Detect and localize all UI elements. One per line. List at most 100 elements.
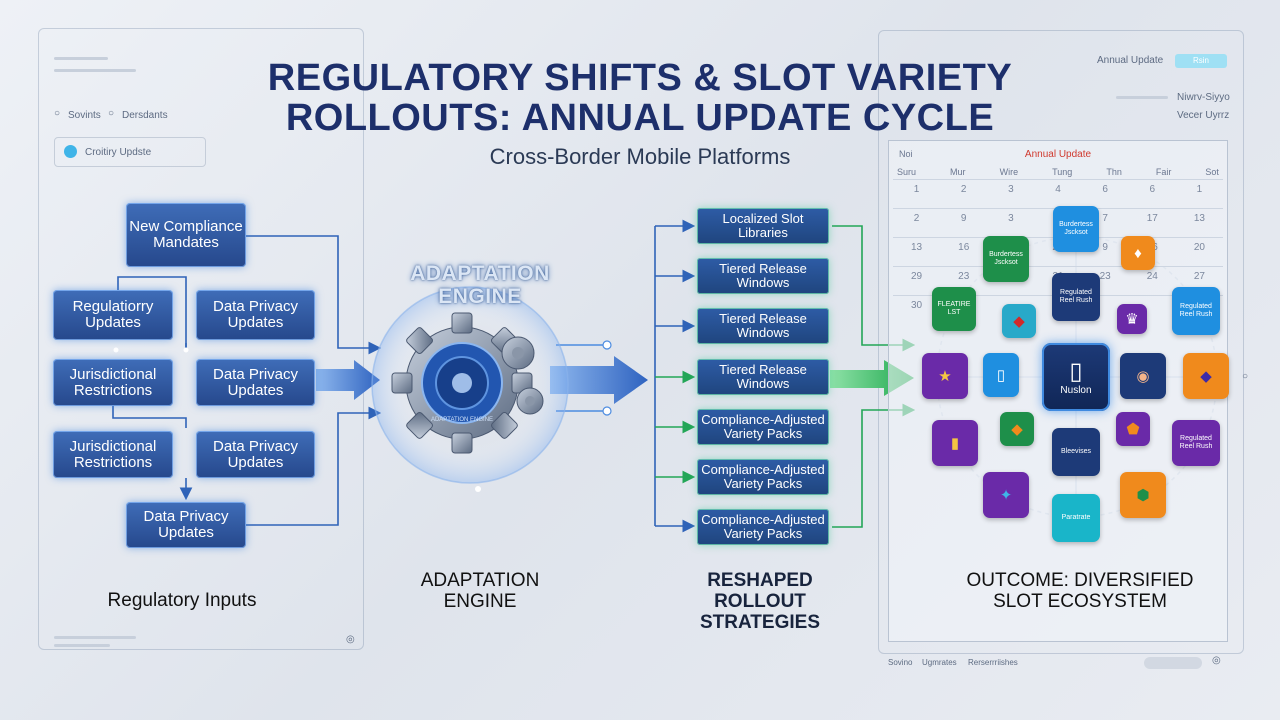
app-label: Bleevises xyxy=(1061,448,1091,455)
hud-line xyxy=(54,644,110,647)
left-panel-frame xyxy=(38,28,364,650)
app-icon-target[interactable]: ◉ xyxy=(1120,353,1166,399)
shield-icon: ⬟ xyxy=(1126,420,1140,438)
bottom-search-bar[interactable] xyxy=(1144,657,1202,669)
phone-icon: ▮ xyxy=(950,434,960,452)
strategy-compliance-adjusted-variety-packs[interactable]: Compliance-Adjusted Variety Packs xyxy=(697,409,829,445)
app-icon-purple-square[interactable]: ▮ xyxy=(932,420,978,466)
app-label: Regulated Reel Rush xyxy=(1179,303,1213,318)
radio-icon[interactable]: ○ xyxy=(108,108,115,119)
label-regulatory-inputs: Regulatory Inputs xyxy=(107,590,257,611)
calendar-date: 29 xyxy=(893,266,941,295)
app-icon-bleevises[interactable]: Bleevises xyxy=(1052,428,1100,476)
radio-icon[interactable]: ○ xyxy=(54,108,61,119)
calendar-date: 6 xyxy=(1128,179,1176,208)
crown-icon: ♛ xyxy=(1125,310,1139,328)
calendar-date: 23 xyxy=(1081,266,1129,295)
settings-icon[interactable]: ◎ xyxy=(346,634,355,645)
calendar-date xyxy=(987,295,1035,324)
hud-right-tag[interactable]: Rsin xyxy=(1175,54,1227,68)
calendar-date: 6 xyxy=(1081,179,1129,208)
app-icon-paratrate[interactable]: Paratrate xyxy=(1052,494,1100,542)
app-icon-crown[interactable]: ♛ xyxy=(1117,304,1147,334)
app-icon-puzzle[interactable]: ✦ xyxy=(983,472,1029,518)
input-data-privacy-updates[interactable]: Data Privacy Updates xyxy=(196,431,315,478)
weekday: Tung xyxy=(1052,167,1073,177)
calendar-date: 16 xyxy=(940,237,988,266)
calendar-date: 2 xyxy=(940,179,988,208)
hud-line xyxy=(54,636,136,639)
strategy-compliance-adjusted-variety-packs[interactable]: Compliance-Adjusted Variety Packs xyxy=(697,509,829,545)
title-line-1: REGULATORY SHIFTS & SLOT VARIETY xyxy=(267,57,1013,99)
strategy-tiered-release-windows[interactable]: Tiered Release Windows xyxy=(697,308,829,344)
legend-item: Ugmrates xyxy=(922,658,957,667)
strategy-tiered-release-windows[interactable]: Tiered Release Windows xyxy=(697,359,829,395)
bottom-settings-icon[interactable]: ◎ xyxy=(1212,655,1221,666)
weekday: Wire xyxy=(999,167,1019,177)
calendar-date: 2 xyxy=(893,208,941,237)
calendar-corner: Noi xyxy=(899,149,913,159)
app-label: Regulated Reel Rush xyxy=(1179,435,1213,450)
input-jurisdictional-restrictions[interactable]: Jurisdictional Restrictions xyxy=(53,359,173,406)
label-reshaped-rollout-strategies: RESHAPED ROLLOUT STRATEGIES xyxy=(700,570,820,633)
input-data-privacy-updates[interactable]: Data Privacy Updates xyxy=(126,502,246,548)
weekday: Thn xyxy=(1106,167,1122,177)
app-label: Burdertess Jscksot xyxy=(1059,221,1093,236)
app-icon-orange-shield[interactable]: ⬢ xyxy=(1120,472,1166,518)
puzzle-icon: ✦ xyxy=(999,486,1013,504)
calendar-date: 1 xyxy=(1175,179,1223,208)
app-icon-red-gem[interactable]: ◆ xyxy=(1002,304,1036,338)
hud-right-line-1: Niwrv-Siyyo xyxy=(1177,92,1230,103)
app-icon-fleatire[interactable]: FLEATIRE LST xyxy=(932,287,976,331)
country-update-button[interactable]: Croitiry Updste xyxy=(54,137,206,167)
input-data-privacy-updates[interactable]: Data Privacy Updates xyxy=(196,290,315,340)
weekday: Mur xyxy=(950,167,966,177)
strategy-compliance-adjusted-variety-packs[interactable]: Compliance-Adjusted Variety Packs xyxy=(697,459,829,495)
gem-icon: ◆ xyxy=(1013,312,1025,330)
calendar-date: 3 xyxy=(987,208,1035,237)
app-icon-regulated-reel-rush[interactable]: Regulated Reel Rush xyxy=(1172,287,1220,335)
calendar-date: 30 xyxy=(893,295,941,324)
calendar-date: 17 xyxy=(1128,208,1176,237)
calendar-title: Annual Update xyxy=(1024,149,1092,160)
strategy-localized-slot-libraries[interactable]: Localized Slot Libraries xyxy=(697,208,829,244)
app-label: Burdertess Jscksot xyxy=(989,251,1023,266)
app-label: Regulated Reel Rush xyxy=(1059,289,1093,304)
app-icon-green-small[interactable]: ◆ xyxy=(1000,412,1034,446)
input-data-privacy-updates[interactable]: Data Privacy Updates xyxy=(196,359,315,406)
calendar-weekdays: Suru Mur Wire Tung Thn Fair Sot xyxy=(897,167,1219,177)
gear-caption: ADAPTATION ENGINE xyxy=(431,417,493,423)
input-jurisdictional-restrictions[interactable]: Jurisdictional Restrictions xyxy=(53,431,173,478)
hub-app-icon[interactable]: ▯ Nuslon xyxy=(1042,343,1110,411)
app-icon-borderless-jackpot[interactable]: Burdertess Jscksot xyxy=(983,236,1029,282)
page-subtitle: Cross-Border Mobile Platforms xyxy=(489,144,791,169)
right-panel-frame xyxy=(878,30,1244,654)
app-icon-phone-blue[interactable]: ▯ xyxy=(983,353,1019,397)
hud-right-line-2: Vecer Uyrrz xyxy=(1177,110,1230,121)
input-new-compliance-mandates[interactable]: New Compliance Mandates xyxy=(126,203,246,267)
label-outcome: OUTCOME: DIVERSIFIED SLOT ECOSYSTEM xyxy=(966,570,1194,612)
app-icon-orange-game[interactable]: ◆ xyxy=(1183,353,1229,399)
app-icon-purple-game[interactable]: ★ xyxy=(922,353,968,399)
calendar-date: 9 xyxy=(940,208,988,237)
app-icon-regulated-reel-rush[interactable]: Regulated Reel Rush xyxy=(1052,273,1100,321)
app-icon-borderless-jackpot[interactable]: Burdertess Jscksot xyxy=(1053,206,1099,252)
weekday: Fair xyxy=(1155,167,1172,177)
app-label: FLEATIRE LST xyxy=(937,301,971,316)
ring-node-icon: ○ xyxy=(1242,371,1249,382)
app-icon-card-orange[interactable]: ♦ xyxy=(1121,236,1155,270)
calendar-date: 13 xyxy=(1175,208,1223,237)
cards-icon: ♦ xyxy=(1134,244,1142,262)
calendar-date: 4 xyxy=(1034,179,1082,208)
country-update-label: Croitiry Updste xyxy=(85,147,152,158)
input-regulatory-updates[interactable]: Regulatiorry Updates xyxy=(53,290,173,340)
strategy-tiered-release-windows[interactable]: Tiered Release Windows xyxy=(697,258,829,294)
app-icon-regulated-reel-rush[interactable]: Regulated Reel Rush xyxy=(1172,420,1220,466)
engine-overlay-label: ADAPTATION ENGINE xyxy=(410,262,550,308)
app-icon-shield[interactable]: ⬟ xyxy=(1116,412,1150,446)
calendar-date: 27 xyxy=(1175,266,1223,295)
globe-icon xyxy=(64,145,77,158)
legend-item: Sovino xyxy=(888,658,913,667)
diamond-icon: ◆ xyxy=(1200,367,1212,385)
phone-icon: ▯ xyxy=(996,366,1006,384)
